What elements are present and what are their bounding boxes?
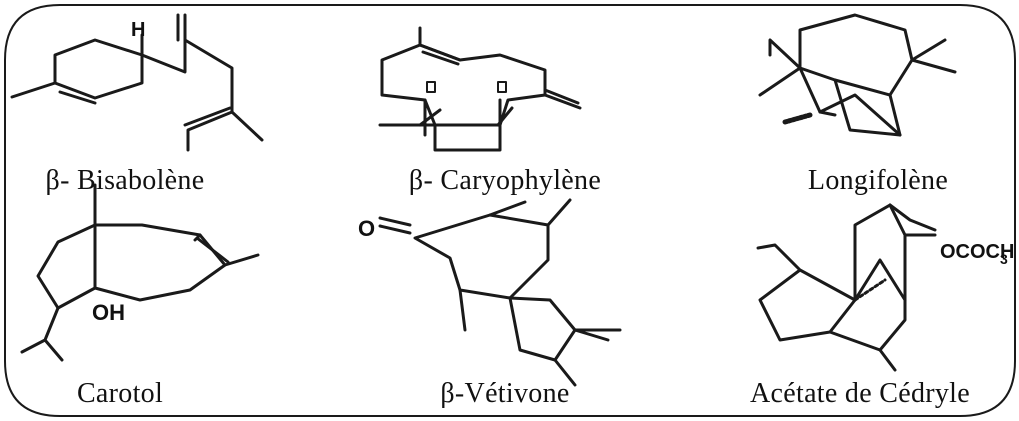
label-longifolene: Longifolène: [807, 165, 949, 196]
atom-label-oh: OH: [92, 300, 125, 325]
label-cedryl-acetate: Acétate de Cédryle: [750, 378, 970, 409]
atom-label-h: H: [131, 19, 145, 41]
molecule-caryophyllene: [378, 26, 582, 152]
molecule-longifolene: [758, 13, 957, 137]
label-bisabolene: β- Bisabolène: [45, 165, 205, 196]
label-caryophyllene: β- Caryophylène: [408, 165, 602, 196]
atom-label-ococh3: OCOCH: [940, 241, 1014, 263]
label-carotol: Carotol: [76, 378, 164, 409]
label-vetivone: β-Vétivone: [440, 378, 570, 409]
atom-label-subscript-3: 3: [1000, 251, 1008, 267]
molecule-carotol: OH: [20, 183, 260, 362]
atom-label-o: O: [358, 216, 375, 241]
molecule-bisabolene: H: [10, 13, 264, 152]
molecule-cedryl-acetate: OCOCH 3: [756, 203, 1014, 372]
figure-border: [4, 4, 1016, 417]
molecule-vetivone: O: [358, 198, 622, 387]
